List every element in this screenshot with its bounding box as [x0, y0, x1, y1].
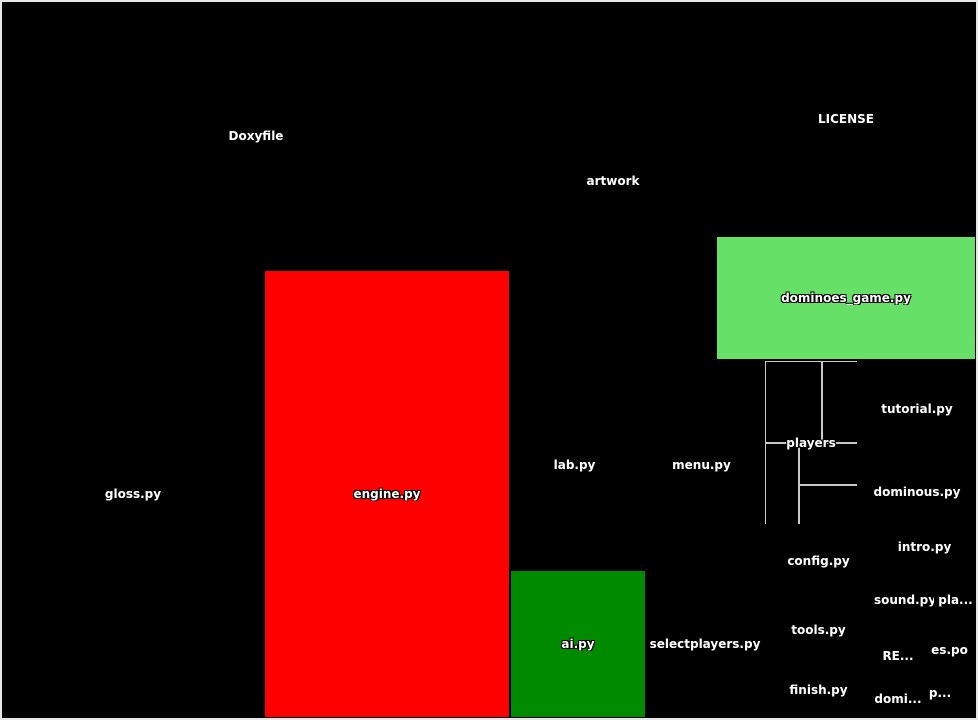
treemap-label: tutorial.py — [881, 402, 953, 416]
treemap-label: domi... — [874, 692, 922, 706]
treemap-label: tools.py — [791, 622, 846, 637]
treemap-cell-re[interactable]: RE... — [873, 631, 923, 680]
treemap-cell-domi[interactable]: domi... — [873, 680, 923, 718]
players-subcell — [765, 443, 799, 524]
treemap-cell-gloss-py[interactable]: gloss.py — [2, 270, 264, 718]
treemap-cell-engine-py[interactable]: engine.py — [264, 270, 510, 718]
treemap-cell-dominous-py[interactable]: dominous.py — [858, 458, 976, 525]
treemap-label: ai.py — [561, 637, 595, 651]
treemap-cell-doxyfile[interactable]: Doxyfile — [2, 2, 510, 270]
players-subcell — [765, 361, 822, 443]
treemap-cell-tutorial-py[interactable]: tutorial.py — [858, 360, 976, 458]
treemap-cell-finish-py[interactable]: finish.py — [764, 662, 873, 718]
treemap-cell-lab-py[interactable]: lab.py — [510, 360, 639, 570]
treemap-cell-players[interactable]: players — [764, 360, 858, 525]
treemap-label: es.po — [931, 642, 968, 657]
treemap-cell-sound-py[interactable]: sound.py — [873, 568, 935, 631]
treemap-label: intro.py — [897, 539, 952, 554]
treemap-cell-pla[interactable]: pla... — [935, 568, 976, 631]
treemap-cell-ai-py[interactable]: ai.py — [510, 570, 646, 718]
treemap-label: RE... — [882, 648, 914, 663]
players-subcell — [822, 361, 857, 443]
treemap-cell-dominoes-game-py[interactable]: dominoes_game.py — [716, 236, 976, 360]
treemap-cell-tools-py[interactable]: tools.py — [764, 597, 873, 662]
treemap-cell-config-py[interactable]: config.py — [764, 525, 873, 597]
treemap-label: artwork — [586, 174, 640, 188]
treemap-cell-menu-py[interactable]: menu.py — [639, 360, 764, 570]
treemap-label: config.py — [787, 554, 850, 568]
treemap-cell-artwork[interactable]: artwork — [510, 2, 716, 360]
treemap-cell-p[interactable]: p... — [923, 668, 957, 718]
players-subcell — [799, 485, 857, 524]
treemap-label: finish.py — [789, 683, 848, 697]
treemap-label: engine.py — [353, 487, 421, 501]
treemap-label: selectplayers.py — [649, 637, 761, 651]
treemap-label: Doxyfile — [228, 129, 284, 143]
treemap-label: p... — [928, 686, 952, 700]
treemap-label: dominous.py — [873, 484, 961, 499]
players-subcell — [799, 443, 857, 485]
treemap-label: sound.py — [874, 592, 934, 607]
treemap-label: menu.py — [672, 458, 731, 472]
treemap-cell-unnamed[interactable] — [957, 668, 976, 718]
treemap-label: pla... — [938, 592, 973, 607]
treemap-label: lab.py — [553, 458, 596, 472]
treemap-label: dominoes_game.py — [781, 291, 911, 305]
treemap-label: LICENSE — [818, 112, 874, 126]
treemap-cell-license[interactable]: LICENSE — [716, 2, 976, 236]
treemap-label: gloss.py — [104, 487, 162, 501]
treemap-cell-es-po[interactable]: es.po — [923, 631, 976, 668]
treemap-cell-intro-py[interactable]: intro.py — [873, 525, 976, 568]
treemap-cell-selectplayers-py[interactable]: selectplayers.py — [646, 570, 764, 718]
